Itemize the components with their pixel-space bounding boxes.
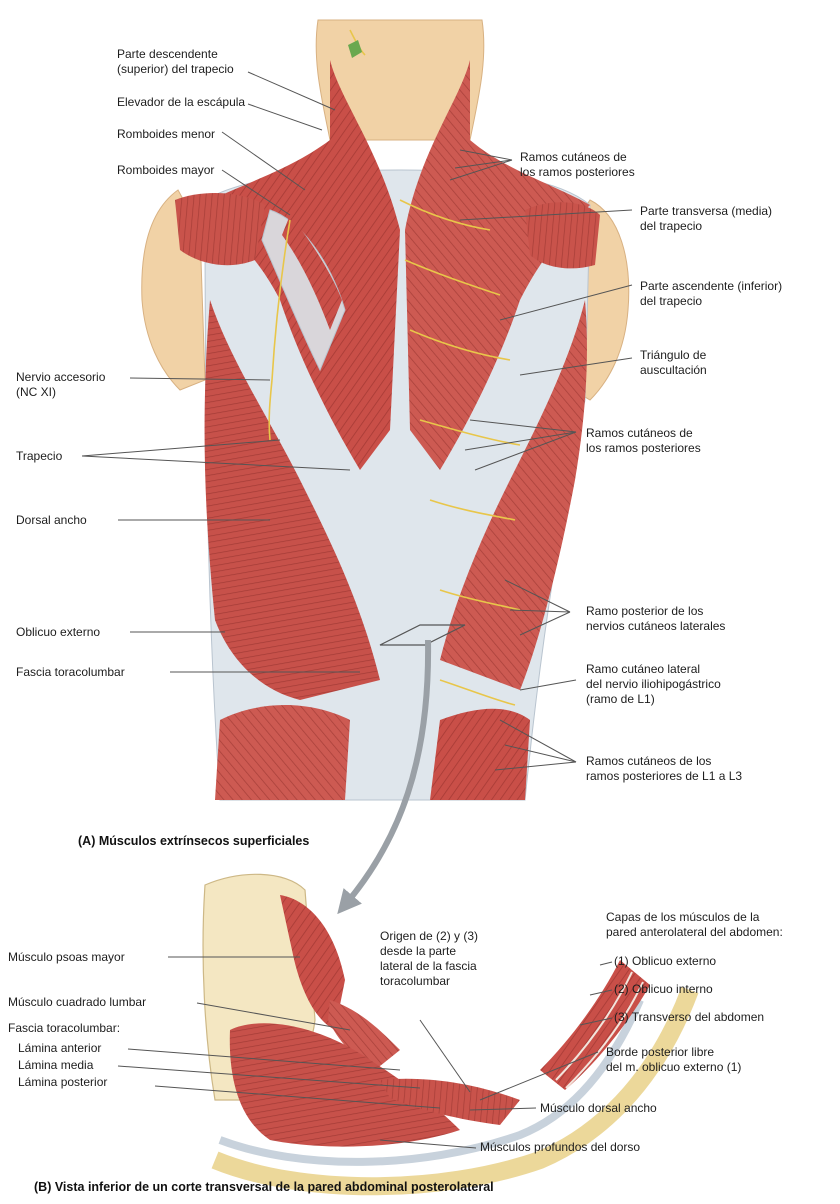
left-deltoid [175, 193, 265, 265]
label-cutaneous-posterior-2: Ramos cutáneos de los ramos posteriores [586, 426, 701, 456]
caption-a: (A) Músculos extrínsecos superficiales [78, 834, 309, 848]
label-auscultation-triangle: Triángulo de auscultación [640, 348, 707, 378]
label-external-oblique: Oblicuo externo [16, 625, 100, 640]
label-rhomboid-minor: Romboides menor [117, 127, 215, 142]
label-accessory-nerve: Nervio accesorio (NC XI) [16, 370, 105, 400]
label-quadratus-lumborum: Músculo cuadrado lumbar [8, 995, 146, 1010]
label-trapezius-transverse: Parte transversa (media) del trapecio [640, 204, 772, 234]
left-lower-muscle [215, 705, 350, 800]
label-layer-1: (1) Oblicuo externo [614, 954, 716, 969]
label-trapezius: Trapecio [16, 449, 62, 464]
right-lower-muscle [430, 709, 530, 800]
label-fascia-thoracolumbar-b: Fascia toracolumbar: [8, 1021, 120, 1036]
label-trapezius-descending: Parte descendente (superior) del trapeci… [117, 47, 234, 77]
caption-b: (B) Vista inferior de un corte transvers… [34, 1180, 494, 1194]
label-lamina-posterior: Lámina posterior [18, 1075, 107, 1090]
label-origin-2-3: Origen de (2) y (3) desde la parte later… [380, 929, 478, 989]
label-trapezius-ascending: Parte ascendente (inferior) del trapecio [640, 279, 782, 309]
label-iliohypogastric: Ramo cutáneo lateral del nervio iliohipo… [586, 662, 721, 707]
label-deep-back-muscles: Músculos profundos del dorso [480, 1140, 640, 1155]
label-latissimus-dorsi: Dorsal ancho [16, 513, 87, 528]
label-layer-3: (3) Transverso del abdomen [614, 1010, 764, 1025]
label-levator-scapulae: Elevador de la escápula [117, 95, 245, 110]
label-layers-title: Capas de los músculos de la pared antero… [606, 910, 783, 940]
label-lamina-media: Lámina media [18, 1058, 93, 1073]
label-layer-2: (2) Oblicuo interno [614, 982, 713, 997]
label-rhomboid-major: Romboides mayor [117, 163, 214, 178]
label-cutaneous-posterior-1: Ramos cutáneos de los ramos posteriores [520, 150, 635, 180]
label-latissimus-b: Músculo dorsal ancho [540, 1101, 657, 1116]
label-thoracolumbar-fascia: Fascia toracolumbar [16, 665, 125, 680]
label-psoas-major: Músculo psoas mayor [8, 950, 125, 965]
label-l1-l3-cutaneous: Ramos cutáneos de los ramos posteriores … [586, 754, 742, 784]
label-lamina-anterior: Lámina anterior [18, 1041, 101, 1056]
label-posterior-lateral-cutaneous: Ramo posterior de los nervios cutáneos l… [586, 604, 725, 634]
label-free-border: Borde posterior libre del m. oblicuo ext… [606, 1045, 741, 1075]
